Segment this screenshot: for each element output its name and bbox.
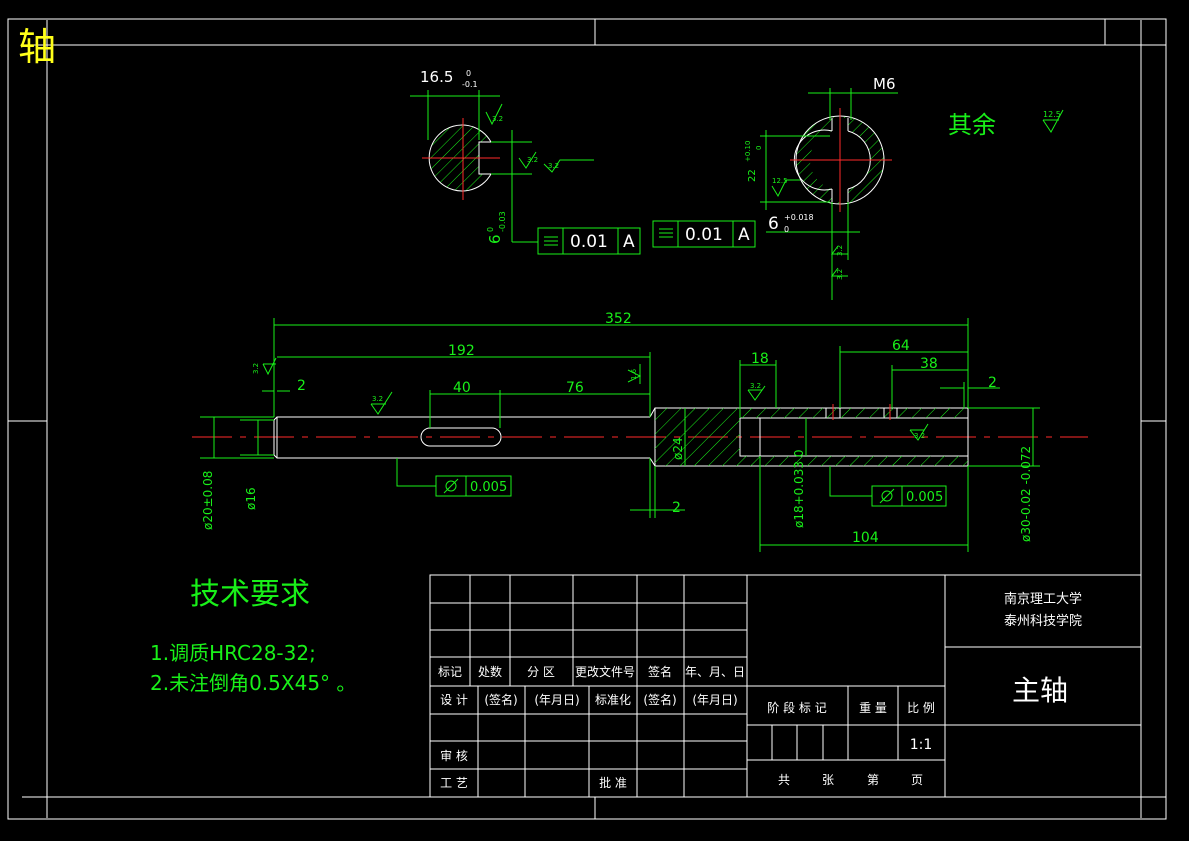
row-standard-label: 标准化 (595, 693, 631, 707)
dim-key-right: 6 (768, 214, 779, 234)
dim-192: 192 (448, 343, 475, 359)
rough-right-a: 12.5 (772, 177, 788, 185)
thread-size: M6 (873, 75, 896, 93)
section-right: M6 22 +0.10 0 12.5 6 +0.018 0 3.2 3.2 0.… (652, 75, 898, 300)
header-count: 处数 (478, 664, 502, 679)
review-label: 审 核 (440, 748, 468, 763)
frame-left-datum: A (623, 232, 635, 252)
row-design-sign: (签名) (484, 692, 517, 707)
sheet-number-label: 第 (867, 773, 879, 787)
process-label: 工 艺 (440, 776, 468, 790)
rest-surface-label: 其余 (948, 111, 996, 139)
tech-req-item-2: 2.未注倒角0.5X45° 。 (150, 671, 356, 695)
dim-dia18: ø18+0.033 0 (792, 450, 806, 528)
rough-right-b: 3.2 (836, 245, 844, 256)
row-design-date: (年月日) (534, 693, 579, 707)
dim-2-right: 2 (988, 375, 997, 391)
rough-keyway: 3.2 (372, 395, 383, 403)
sheet-unit-label: 张 (822, 773, 834, 787)
tol-width-upper: 0 (466, 69, 471, 78)
frame-right-tol: 0.01 (685, 225, 723, 245)
dim-dia30: ø30-0.02 -0.072 (1019, 446, 1033, 542)
dim-40: 40 (453, 380, 471, 396)
rough-right-c: 3.2 (836, 269, 844, 280)
rest-surface-note: 其余 12.5 (948, 109, 1064, 139)
dim-104: 104 (852, 530, 879, 546)
tol-key-right-upper: +0.018 (784, 213, 814, 222)
sheet-title: 轴 (18, 25, 56, 69)
header-signature: 签名 (648, 664, 672, 679)
rough-left-end: 3.2 (252, 363, 260, 374)
weight-label: 重 量 (859, 701, 887, 715)
rough-inner: 3.2 (914, 432, 925, 440)
rough-left-a: 3.2 (492, 115, 503, 123)
title-block: 南京理工大学 泰州科技学院 主轴 标记 处数 分 区 更改文件号 签名 年、月、… (429, 574, 1142, 798)
sheet-total-label: 共 (778, 773, 790, 787)
header-mark: 标记 (438, 665, 462, 679)
dim-76: 76 (566, 380, 584, 396)
tech-req-item-1: 1.调质HRC28-32; (150, 641, 316, 665)
dim-38: 38 (920, 356, 938, 372)
rough-left-b: 3.2 (527, 156, 538, 164)
row-design-label: 设 计 (440, 693, 468, 707)
scale-label: 比 例 (907, 701, 935, 715)
dim-dia24: ø24 (671, 437, 685, 460)
shaft-main-view: 352 192 2 40 76 18 64 38 2 2 104 (192, 311, 1088, 552)
dim-key-left: 6 (486, 234, 504, 244)
tol-depth-lower: 0 (755, 146, 763, 150)
dim-width: 16.5 (420, 68, 453, 86)
row-standard-date: (年月日) (692, 693, 737, 707)
frame-left-tol: 0.01 (570, 232, 608, 252)
rough-left-c: 3.2 (548, 162, 559, 170)
rest-surface-rough: 12.5 (1043, 110, 1061, 119)
dim-64: 64 (892, 338, 910, 354)
dim-352: 352 (605, 311, 632, 327)
dim-2-left: 2 (297, 378, 306, 394)
tol-right-value: 0.005 (906, 490, 943, 505)
school-line-1: 南京理工大学 (1004, 591, 1082, 607)
tol-width-lower: -0.1 (462, 80, 478, 89)
stage-mark-label: 阶 段 标 记 (767, 700, 826, 715)
technical-requirements: 技术要求 1.调质HRC28-32; 2.未注倒角0.5X45° 。 (150, 577, 356, 695)
tol-left-value: 0.005 (470, 480, 507, 495)
tol-key-left-lower: -0.03 (498, 211, 507, 232)
row-standard-sign: (签名) (643, 692, 676, 707)
frame-right-datum: A (738, 225, 750, 245)
section-left: 16.5 0 -0.1 6 0 -0.03 3.2 3.2 3.2 0.01 A (410, 68, 641, 255)
school-line-2: 泰州科技学院 (1004, 613, 1082, 629)
dim-dia16: ø16 (244, 487, 258, 510)
rough-step: 1.6 (630, 368, 638, 380)
dim-18: 18 (751, 351, 769, 367)
page-label: 页 (911, 773, 923, 787)
tol-key-right-lower: 0 (784, 225, 789, 234)
tol-key-left-upper: 0 (486, 227, 495, 232)
tol-depth-upper: +0.10 (744, 141, 752, 162)
header-date: 年、月、日 (685, 665, 745, 679)
dim-2-bottom: 2 (672, 500, 681, 516)
header-zone: 分 区 (527, 665, 555, 679)
dim-dia20: ø20±0.08 (201, 471, 215, 530)
sheet-frame (7, 18, 1167, 820)
scale-value: 1:1 (910, 737, 933, 753)
rough-bore: 3.2 (750, 382, 761, 390)
dim-depth: 22 (747, 169, 758, 182)
header-change-doc: 更改文件号 (575, 664, 635, 679)
part-name: 主轴 (1012, 674, 1068, 707)
tech-req-title: 技术要求 (190, 577, 310, 612)
approve-label: 批 准 (599, 775, 627, 790)
